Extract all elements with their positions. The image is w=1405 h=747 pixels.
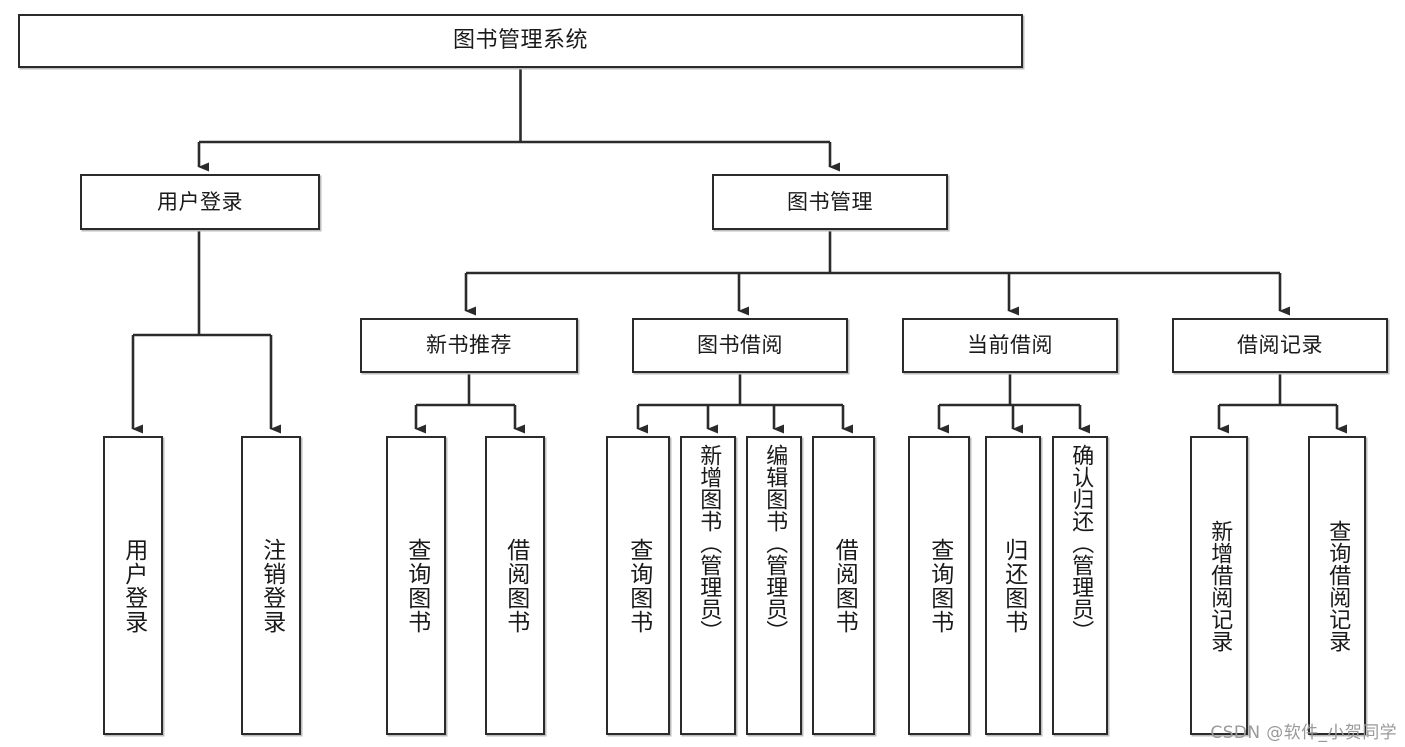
node-leaf-bb-query-book-label: 查询图书 [625,537,652,634]
watermark-text: CSDN @软件_小贺同学 [1210,723,1397,743]
node-leaf-user-login-label: 用户登录 [120,537,147,634]
node-leaf-bb-borrow-book-label: 借阅图书 [831,537,858,634]
node-user-login-label: 用户登录 [157,189,243,214]
node-leaf-br-query-record-label: 查询借阅记录 [1325,519,1351,652]
node-leaf-bb-borrow-book[interactable]: 借阅图书 [812,436,875,735]
node-book-borrow[interactable]: 图书借阅 [632,318,848,373]
node-leaf-cb-query-book[interactable]: 查询图书 [908,436,970,735]
node-leaf-br-add-record[interactable]: 新增借阅记录 [1190,436,1248,735]
node-leaf-bb-add-book-admin-label: 新增图书（管理员） [696,444,722,642]
node-book-borrow-label: 图书借阅 [697,333,783,358]
node-leaf-bb-add-book-admin[interactable]: 新增图书（管理员） [680,436,736,735]
node-leaf-cb-confirm-return-admin[interactable]: 确认归还（管理员） [1052,436,1108,735]
node-current-borrow-label: 当前借阅 [967,333,1053,358]
node-book-manage[interactable]: 图书管理 [712,174,948,230]
node-root-label: 图书管理系统 [452,28,588,54]
node-leaf-cb-return-book[interactable]: 归还图书 [985,436,1041,735]
node-leaf-bb-query-book[interactable]: 查询图书 [606,436,670,735]
node-leaf-user-logout[interactable]: 注销登录 [241,436,301,735]
node-leaf-cb-return-book-label: 归还图书 [1000,537,1027,634]
node-leaf-rec-borrow-book-label: 借阅图书 [502,537,529,634]
node-leaf-rec-borrow-book[interactable]: 借阅图书 [485,436,545,735]
node-leaf-cb-confirm-return-admin-label: 确认归还（管理员） [1068,444,1094,642]
node-leaf-rec-query-book[interactable]: 查询图书 [386,436,446,735]
node-user-login[interactable]: 用户登录 [80,174,320,230]
node-current-borrow[interactable]: 当前借阅 [902,318,1118,373]
node-new-book-rec-label: 新书推荐 [426,333,512,358]
node-leaf-br-add-record-label: 新增借阅记录 [1207,519,1233,652]
node-new-book-rec[interactable]: 新书推荐 [360,318,578,373]
node-leaf-rec-query-book-label: 查询图书 [403,537,430,634]
node-leaf-user-login[interactable]: 用户登录 [103,436,163,735]
node-book-manage-label: 图书管理 [787,189,873,214]
node-leaf-bb-edit-book-admin[interactable]: 编辑图书（管理员） [746,436,802,735]
node-leaf-user-logout-label: 注销登录 [258,537,285,634]
node-leaf-bb-edit-book-admin-label: 编辑图书（管理员） [762,444,788,642]
node-leaf-cb-query-book-label: 查询图书 [926,537,953,634]
node-borrow-record[interactable]: 借阅记录 [1172,318,1388,373]
node-borrow-record-label: 借阅记录 [1237,333,1323,358]
node-leaf-br-query-record[interactable]: 查询借阅记录 [1308,436,1366,735]
node-root-system[interactable]: 图书管理系统 [18,14,1023,68]
